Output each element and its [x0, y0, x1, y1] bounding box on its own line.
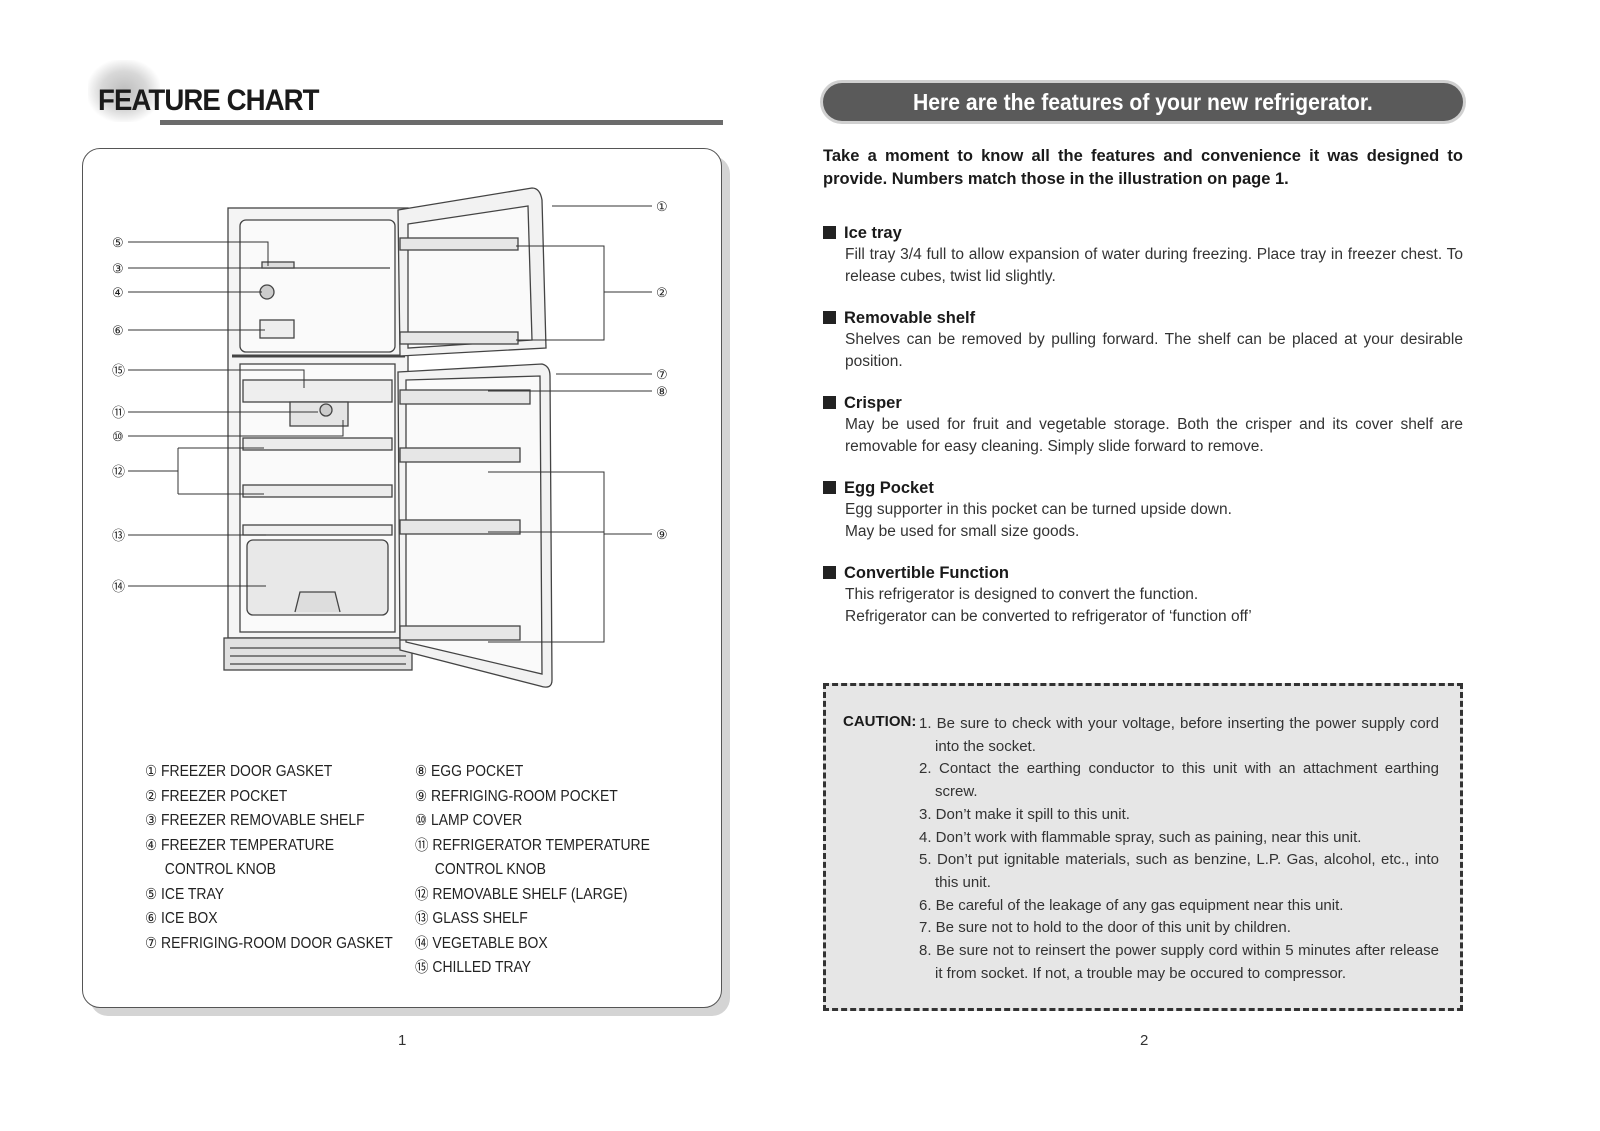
legend-item: ③ FREEZER REMOVABLE SHELF	[145, 812, 365, 829]
ice-tray-shape	[261, 261, 295, 269]
callout-15: ⑮	[112, 363, 125, 378]
caution-item: 2. Contact the earthing conductor to thi…	[919, 760, 1439, 801]
glass-shelf-shape	[242, 524, 393, 536]
caution-item: 5. Don’t put ignitable materials, such a…	[919, 851, 1439, 891]
legend-item: ⑧ EGG POCKET	[415, 763, 524, 780]
callout-11: ⑪	[112, 405, 125, 420]
intro-text: Take a moment to know all the features a…	[823, 147, 1463, 188]
legend-item: ⑪ REFRIGERATOR TEMPERATURE	[415, 836, 650, 854]
legend-item: ⑨ REFRIGING-ROOM POCKET	[415, 787, 618, 805]
vegetable-box-shape	[246, 539, 389, 616]
caution-item: 7. Be sure not to hold to the door of th…	[919, 919, 1291, 937]
title-underline	[160, 120, 723, 125]
callout-7: ⑦	[656, 367, 668, 382]
feature-egg-pocket: Egg Pocket Egg supporter in this pocket …	[823, 477, 1463, 543]
callout-4: ④	[112, 285, 124, 300]
freezer-knob	[259, 284, 275, 300]
caution-box: CAUTION: 1. Be sure to check with your v…	[823, 683, 1463, 1011]
features-banner: Here are the features of your new refrig…	[823, 83, 1463, 121]
legend-item: ⑫ REMOVABLE SHELF (LARGE)	[415, 885, 628, 903]
bullet-square-icon	[823, 226, 836, 239]
caution-label: CAUTION:	[843, 713, 917, 730]
bullet-square-icon	[823, 481, 836, 494]
legend-item-continued: CONTROL KNOB	[434, 861, 546, 878]
cabinet-base	[223, 637, 413, 671]
bullet-square-icon	[823, 566, 836, 579]
refrigerator-diagram: ① ② ⑤ ③ ④ ⑥ ⑮ ⑦ ⑧ ⑪ ⑩ ⑫ ⑨ ⑬ ⑭	[112, 187, 668, 688]
callout-12: ⑫	[112, 464, 125, 479]
legend-item: ① FREEZER DOOR GASKET	[145, 763, 333, 780]
callout-1: ①	[656, 199, 668, 214]
lamp-cover-shape	[289, 401, 349, 427]
callout-3: ③	[112, 261, 124, 276]
callout-2: ②	[656, 285, 668, 300]
legend-item: ⑩ LAMP COVER	[415, 812, 523, 829]
chilled-tray-shape	[242, 379, 393, 403]
ice-box-shape	[259, 319, 295, 339]
caution-item: 1. Be sure to check with your voltage, b…	[919, 715, 1439, 755]
legend-item: ⑤ ICE TRAY	[145, 885, 225, 903]
feature-convertible-function: Convertible Function This refrigerator i…	[823, 562, 1463, 628]
freezer-compartment	[239, 219, 396, 353]
caution-list: 1. Be sure to check with your voltage, b…	[919, 713, 1439, 985]
bullet-square-icon	[823, 311, 836, 324]
legend-item: ② FREEZER POCKET	[145, 787, 288, 805]
title-decoration	[88, 60, 160, 122]
callout-13: ⑬	[112, 528, 125, 543]
callout-6: ⑥	[112, 323, 124, 338]
callout-14: ⑭	[112, 579, 125, 594]
legend-item-continued: CONTROL KNOB	[164, 861, 276, 878]
page-number-left: 1	[398, 1032, 407, 1049]
bullet-square-icon	[823, 396, 836, 409]
shelf-1	[242, 437, 393, 451]
legend-right: ⑧ EGG POCKET ⑨ REFRIGING-ROOM POCKET ⑩ L…	[415, 760, 650, 981]
caution-item: 4. Don’t work with flammable spray, such…	[919, 828, 1362, 846]
page-number-right: 2	[1140, 1032, 1149, 1049]
feature-crisper: Crisper May be used for fruit and vegeta…	[823, 392, 1463, 458]
shelf-2	[242, 484, 393, 498]
feature-removable-shelf: Removable shelf Shelves can be removed b…	[823, 307, 1463, 373]
legend-item: ⑦ REFRIGING-ROOM DOOR GASKET	[145, 934, 393, 952]
caution-item: 3. Don’t make it spill to this unit.	[919, 805, 1130, 823]
callout-10: ⑩	[112, 429, 124, 444]
legend-item: ⑬ GLASS SHELF	[415, 910, 528, 927]
legend-left: ① FREEZER DOOR GASKET ② FREEZER POCKET ③…	[145, 760, 393, 956]
legend-item: ⑭ VEGETABLE BOX	[415, 934, 548, 952]
callout-8: ⑧	[656, 384, 668, 399]
callout-5: ⑤	[112, 235, 124, 250]
callout-9: ⑨	[656, 527, 668, 542]
legend-item: ④ FREEZER TEMPERATURE	[145, 836, 335, 854]
legend-item: ⑮ CHILLED TRAY	[415, 959, 532, 976]
feature-ice-tray: Ice tray Fill tray 3/4 full to allow exp…	[823, 222, 1463, 288]
legend-item: ⑥ ICE BOX	[145, 910, 218, 927]
caution-item: 8. Be sure not to reinsert the power sup…	[919, 942, 1439, 982]
page-title: FEATURE CHART	[98, 84, 320, 117]
caution-item: 6. Be careful of the leakage of any gas …	[919, 896, 1344, 914]
